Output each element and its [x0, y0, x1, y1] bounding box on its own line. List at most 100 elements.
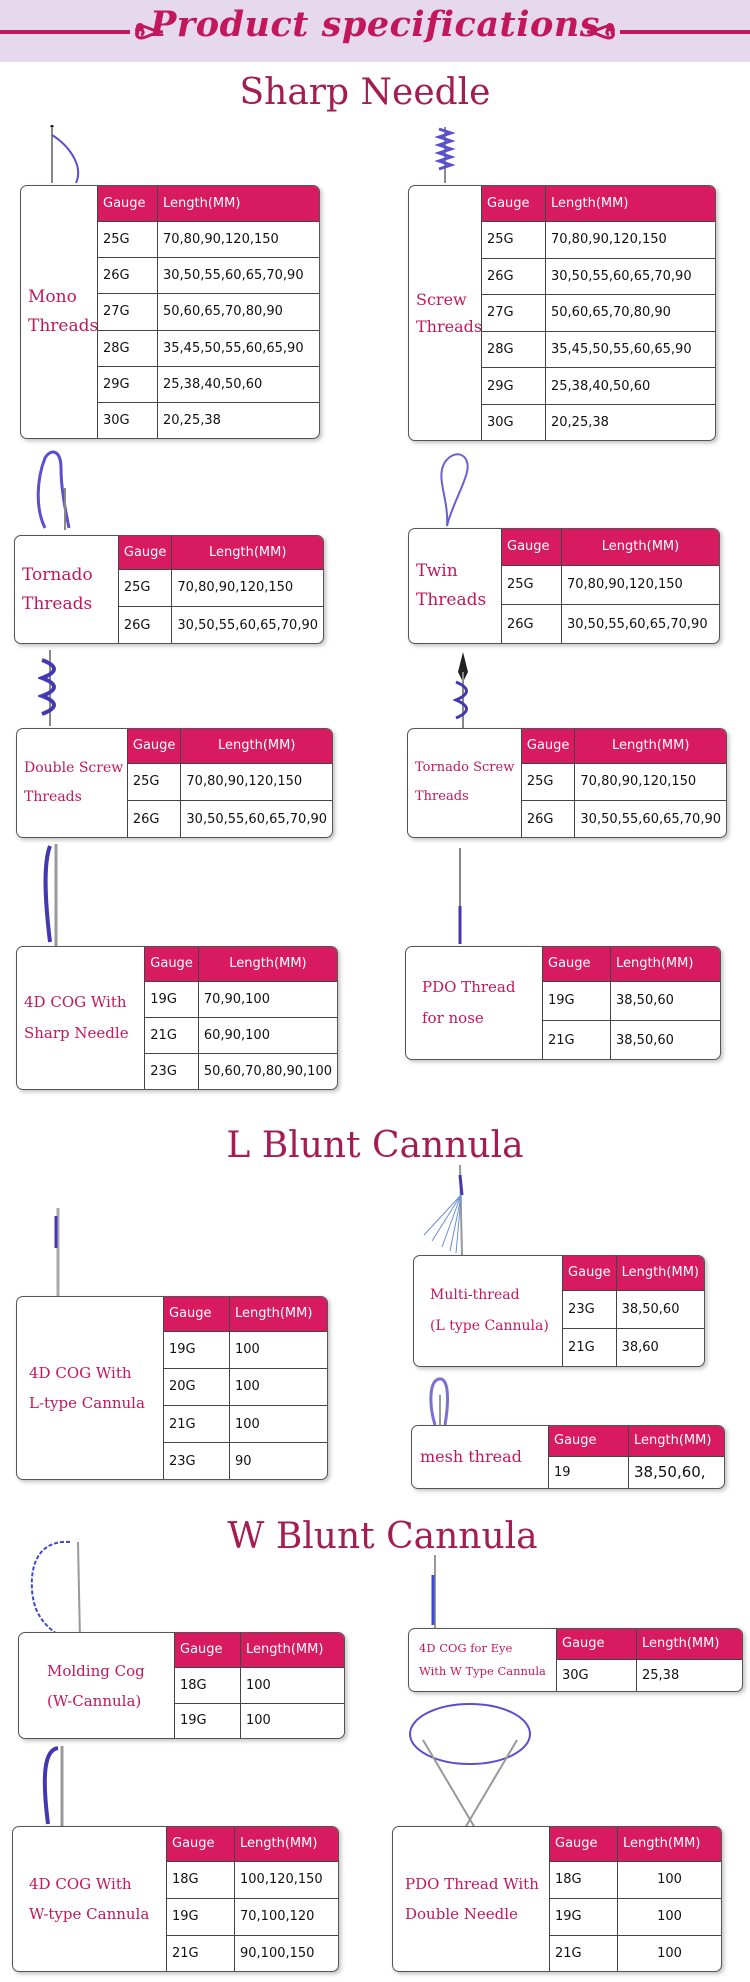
- header-gauge: Gauge: [501, 529, 562, 566]
- header-length: Length(MM): [197, 947, 337, 982]
- gauge-cell: 26G: [97, 256, 158, 294]
- length-cell: 38,50,60: [610, 980, 720, 1021]
- product-name-line1: PDO Thread With: [405, 1875, 539, 1893]
- product-name-line1: 4D COG With: [29, 1364, 132, 1382]
- pdo-nose-needle-icon: [458, 848, 462, 944]
- product-name-line1: Tornado: [22, 564, 93, 585]
- length-cell: 38,60: [615, 1328, 704, 1366]
- twin-thread-needle-icon: [440, 453, 469, 527]
- header-gauge: Gauge: [144, 947, 199, 982]
- header-length: Length(MM): [180, 729, 332, 764]
- product-name: Molding Cog(W-Cannula): [19, 1633, 145, 1738]
- product-name-line2: Threads: [22, 593, 93, 614]
- multi-thread-cannula-icon: [423, 1165, 464, 1255]
- section-title-sharp-needle: Sharp Needle: [239, 72, 491, 113]
- length-cell: 90,100,150: [234, 1934, 338, 1971]
- header-length: Length(MM): [628, 1426, 724, 1457]
- product-name-line2: Threads: [416, 590, 487, 610]
- header-length: Length(MM): [157, 186, 319, 222]
- length-cell: 100: [617, 1934, 721, 1971]
- cog-4d-sharp-needle-icon: [43, 844, 58, 946]
- cog-4d-eye-cannula-icon: [431, 1555, 436, 1629]
- length-cell: 70,90,100: [197, 980, 337, 1018]
- mono-thread-needle-icon: [50, 125, 80, 184]
- length-cell: 50,60,65,70,80,90: [545, 294, 715, 332]
- header-gauge: Gauge: [481, 186, 546, 222]
- product-name-line1: 4D COG for Eye: [419, 1641, 513, 1655]
- product-name-line2: for nose: [422, 1009, 484, 1027]
- header-gauge: Gauge: [548, 1426, 629, 1457]
- header-gauge: Gauge: [163, 1297, 230, 1332]
- length-cell: 35,45,50,55,60,65,90: [545, 330, 715, 368]
- gauge-cell: 25G: [481, 220, 546, 259]
- length-cell: 60,90,100: [197, 1016, 337, 1054]
- header-gauge: Gauge: [174, 1633, 241, 1668]
- length-cell: 100: [617, 1860, 721, 1899]
- product-name-line1: Multi-thread: [430, 1287, 520, 1304]
- gauge-cell: 26G: [126, 800, 181, 837]
- header-gauge: Gauge: [520, 729, 575, 764]
- header-length: Length(MM): [610, 947, 720, 982]
- gauge-cell: 21G: [549, 1934, 618, 1971]
- product-name-line2: Threads: [28, 316, 99, 336]
- gauge-cell: 19G: [542, 980, 611, 1021]
- product-name-line2: With W Type Cannula: [419, 1664, 546, 1678]
- dot-ornament-icon: [135, 22, 144, 31]
- gauge-cell: 30G: [97, 402, 158, 438]
- header-length: Length(MM): [234, 1827, 338, 1862]
- gauge-cell: 19G: [163, 1330, 230, 1369]
- length-cell: 70,100,120: [234, 1897, 338, 1936]
- gauge-cell: 18G: [549, 1860, 618, 1899]
- product-name-line1: mesh thread: [420, 1447, 522, 1467]
- length-cell: 70,80,90,120,150: [545, 220, 715, 259]
- gauge-cell: 28G: [97, 329, 158, 367]
- gauge-cell: 21G: [166, 1934, 235, 1971]
- product-name-line2: (L type Cannula): [430, 1318, 549, 1334]
- length-cell: 25,38,40,50,60: [157, 365, 319, 403]
- gauge-cell: 29G: [97, 365, 158, 403]
- header-banner: Product specifications: [0, 0, 750, 62]
- header-gauge: Gauge: [117, 536, 172, 570]
- gauge-cell: 20G: [163, 1367, 230, 1406]
- header-gauge: Gauge: [166, 1827, 235, 1862]
- gauge-cell: 21G: [144, 1016, 199, 1054]
- product-name-line2: (W-Cannula): [47, 1691, 142, 1710]
